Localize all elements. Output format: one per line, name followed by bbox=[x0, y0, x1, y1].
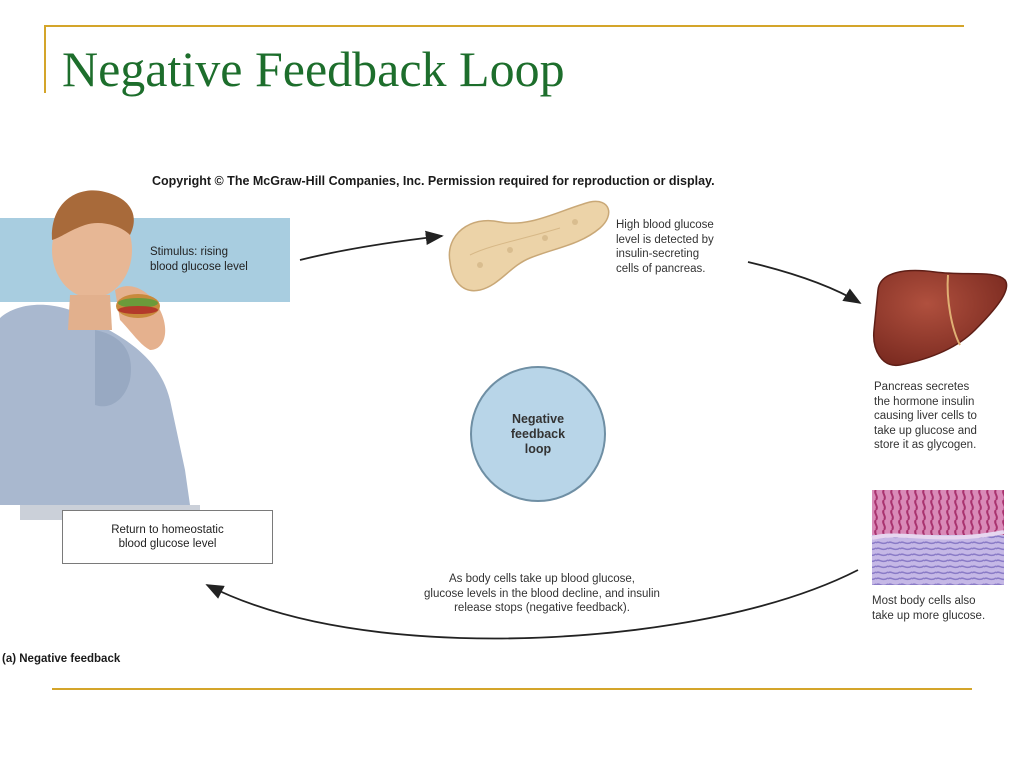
top-left-divider bbox=[44, 25, 46, 93]
return-label: Return to homeostatic blood glucose leve… bbox=[111, 523, 224, 551]
section-label: (a) Negative feedback bbox=[2, 653, 121, 665]
slide-title: Negative Feedback Loop bbox=[62, 41, 565, 97]
stimulus-label: Stimulus: rising blood glucose level bbox=[150, 246, 248, 273]
copyright-notice: Copyright © The McGraw-Hill Companies, I… bbox=[152, 174, 715, 188]
feedback-loop-circle: Negative feedback loop bbox=[470, 366, 606, 502]
liver-response-label: Pancreas secretes the hormone insulin ca… bbox=[874, 381, 977, 451]
body-tissue-illustration bbox=[871, 490, 1005, 585]
arrow-tissue-to-return bbox=[205, 569, 859, 640]
body-cells-label: Most body cells also take up more glucos… bbox=[872, 595, 986, 622]
stimulus-box bbox=[0, 218, 290, 302]
pancreas-illustration bbox=[448, 200, 610, 292]
top-divider bbox=[44, 25, 964, 27]
pancreas-detect-label: High blood glucose level is detected by … bbox=[616, 219, 714, 275]
arrow-stimulus-to-pancreas bbox=[299, 230, 444, 261]
return-box: Return to homeostatic blood glucose leve… bbox=[62, 510, 273, 564]
person-eating-illustration bbox=[0, 190, 200, 520]
arrow-pancreas-to-liver bbox=[747, 261, 862, 304]
liver-illustration bbox=[873, 269, 1008, 366]
loop-center-label: Negative feedback loop bbox=[510, 411, 566, 456]
decline-label: As body cells take up blood glucose, glu… bbox=[424, 573, 660, 614]
bottom-divider bbox=[52, 688, 972, 690]
